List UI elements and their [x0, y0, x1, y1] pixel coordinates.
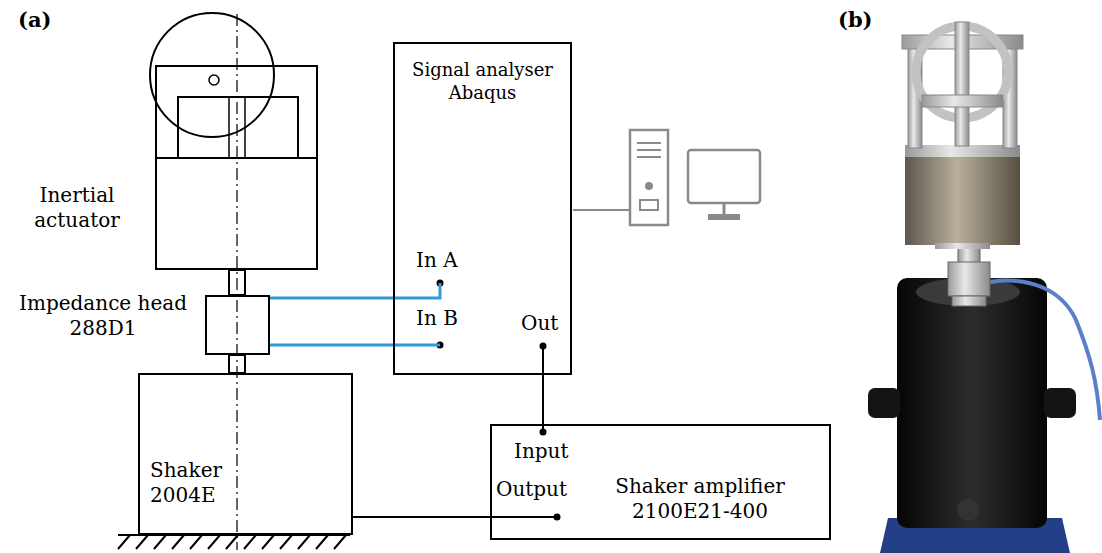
pivot-hole [209, 75, 219, 85]
drive-cable [353, 516, 557, 518]
slot-line [244, 97, 246, 158]
actuator-body-photo [905, 152, 1020, 245]
node-label: Inertial actuator [12, 183, 142, 233]
shaker-handle-photo [868, 388, 900, 418]
frame-bar-photo [922, 95, 1003, 107]
pin-name: In A [416, 248, 458, 272]
pc-monitor [688, 150, 760, 203]
rotor-circle [150, 13, 274, 137]
monitor-base [708, 214, 740, 220]
mount-nut-photo [952, 296, 986, 306]
axis-line [236, 14, 237, 550]
panel-label: (b) [838, 8, 873, 32]
signal-cable [270, 283, 440, 298]
node-label: Shaker 2004E [150, 458, 240, 508]
impedance-head-box: Impedance head 288D1 [205, 295, 270, 355]
node-label: Impedance head 288D1 [7, 291, 199, 341]
slot-line [228, 97, 230, 158]
signal-cable [270, 344, 440, 347]
node-label: Shaker amplifier 2100E21-400 [600, 474, 800, 524]
shaker-handle-photo [1044, 388, 1076, 418]
shaker-body-photo [897, 278, 1047, 528]
sensor-cable-photo [990, 281, 1100, 420]
node-label: Signal analyser Abaqus [395, 58, 570, 104]
actuator-cap-photo [935, 243, 990, 249]
pc-cable [573, 209, 630, 211]
pin-name: Input [514, 439, 569, 463]
impedance-head-photo [948, 262, 990, 296]
pin-name: In B [416, 306, 458, 330]
frame-bar-photo [955, 22, 969, 146]
pc-button [645, 182, 653, 190]
shaker-box: Shaker 2004E [138, 373, 353, 535]
pc-tower [630, 130, 668, 225]
drive-cable [542, 346, 544, 432]
shaker-logo-photo [957, 499, 979, 521]
ground-hatch [118, 535, 346, 549]
inner-frame [178, 97, 298, 158]
panel-label: (a) [18, 8, 51, 32]
pc-drive [640, 200, 658, 210]
monitor-stand [723, 203, 726, 214]
pin-name: Output [496, 477, 567, 501]
pc-vents [637, 143, 661, 157]
pin-name: Out [521, 311, 558, 335]
actuator-box: Inertial actuator [155, 65, 318, 270]
